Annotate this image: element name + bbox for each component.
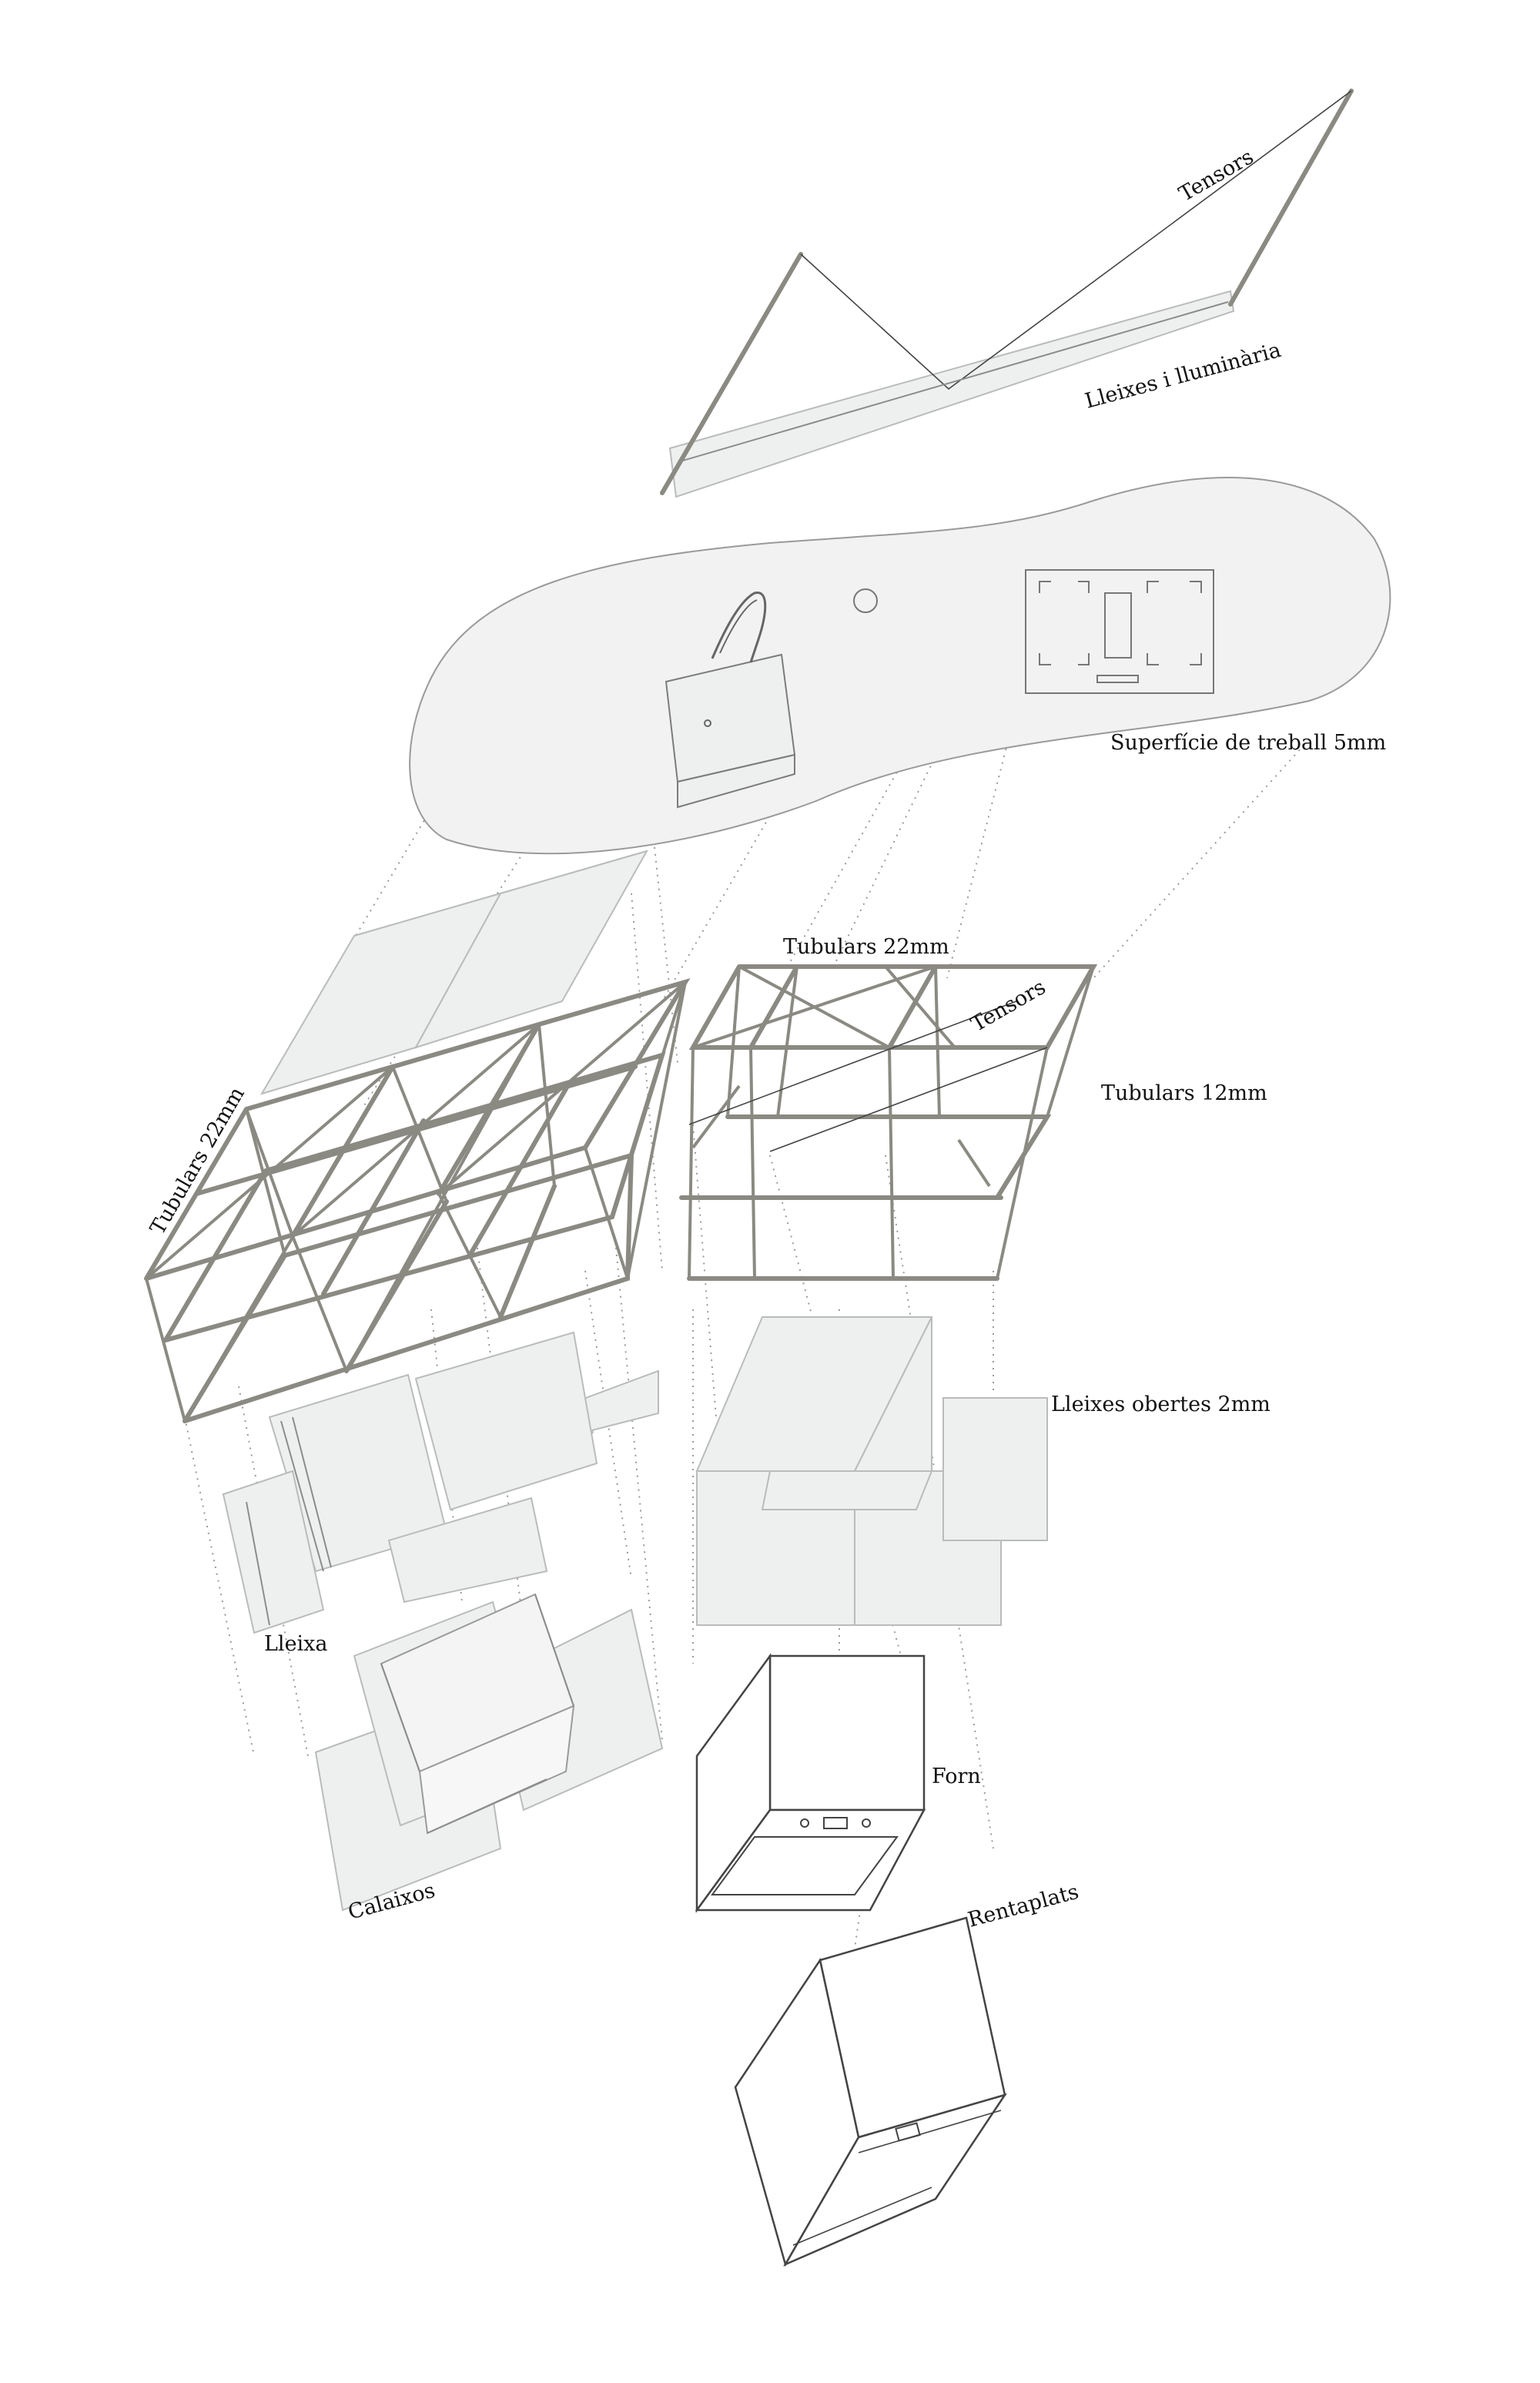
left-mid-panels [222, 1331, 659, 1634]
drawers [314, 1593, 664, 1912]
label-forn: Forn [932, 1765, 981, 1788]
label-tubulars-22-left: Tubulars 22mm [146, 1083, 249, 1238]
open-shelves [695, 1316, 1048, 1626]
top-shelf-assembly [660, 89, 1354, 498]
right-tubular-frame [679, 964, 1098, 1281]
label-superficie: Superfície de treball 5mm [1110, 731, 1386, 755]
left-top-panels [259, 850, 649, 1095]
label-tensors-right: Tensors [967, 975, 1050, 1037]
label-tubulars-22-right: Tubulars 22mm [783, 935, 949, 959]
label-tensors-top: Tensors [1175, 145, 1257, 206]
dishwasher [734, 1916, 1007, 2267]
worktop-surface [409, 477, 1391, 855]
label-rentaplats: Rentaplats [966, 1880, 1081, 1932]
oven [695, 1653, 926, 1913]
left-tubular-frame [144, 977, 691, 1423]
label-lleixa: Lleixa [264, 1632, 328, 1656]
label-tubulars-12: Tubulars 12mm [1101, 1081, 1267, 1105]
label-lleixes-obertes: Lleixes obertes 2mm [1051, 1393, 1270, 1416]
